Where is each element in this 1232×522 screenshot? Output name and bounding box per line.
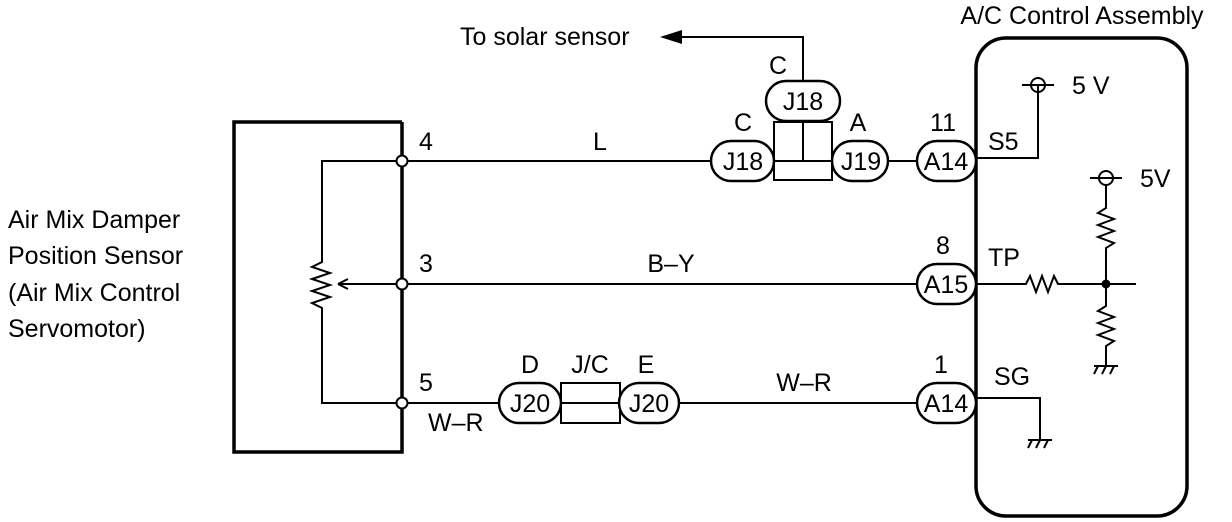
pulldown-resistor	[1095, 284, 1117, 366]
sensor-label-line-4: Servomotor)	[8, 315, 146, 343]
connector-j18-left	[709, 139, 776, 183]
connector-a14-top	[915, 139, 978, 183]
ecu-box	[974, 36, 1189, 518]
connector-a14-bot	[915, 381, 978, 425]
wire-bot-color-right: W–R	[776, 369, 832, 397]
ground-icon-tp	[1093, 365, 1118, 375]
sensor-label-line-2: Position Sensor	[8, 242, 183, 270]
sensor-pin-mid: 3	[419, 250, 433, 278]
connector-j19	[830, 139, 890, 183]
signal-s5: S5	[988, 128, 1019, 156]
solar-label: To solar sensor	[460, 23, 630, 51]
solar-sensor-wire	[676, 36, 804, 81]
sensor-label-line-1: Air Mix Damper	[8, 206, 180, 234]
sensor-terminal-3	[395, 277, 409, 291]
connector-a14-bot-label: A14	[924, 390, 969, 418]
sensor-pin-bot: 5	[419, 369, 433, 397]
connector-a15	[915, 262, 978, 306]
connector-j18-up-label: J18	[783, 88, 823, 116]
terminal-d-label: D	[521, 351, 539, 379]
tp-voltage: 5V	[1140, 165, 1171, 193]
potentiometer-resistor	[308, 258, 334, 318]
connector-j19-label: J19	[841, 148, 881, 176]
terminal-right-label: A	[850, 109, 867, 137]
signal-sg: SG	[994, 363, 1030, 391]
sensor-internal-top-wire	[321, 160, 396, 258]
terminal-up-label: C	[769, 52, 787, 80]
connector-j18-left-label: J18	[723, 148, 763, 176]
sensor-label: Air Mix Damper Position Sensor (Air Mix …	[8, 206, 183, 343]
wire-bot-color-left: W–R	[428, 409, 484, 437]
terminal-left-label: C	[734, 109, 752, 137]
s5-internal-wire	[976, 85, 1039, 159]
sensor-label-line-3: (Air Mix Control	[8, 279, 180, 307]
ecu-title: A/C Control Assembly	[960, 2, 1204, 30]
pin-11-label: 11	[930, 109, 956, 137]
wire-mid-color: B–Y	[647, 250, 695, 278]
pin-1-label: 1	[934, 351, 948, 379]
s5-voltage: 5 V	[1072, 72, 1110, 100]
sensor-terminal-5	[395, 396, 409, 410]
tp-series-resistor	[1022, 273, 1136, 295]
junction-bottom-label: J/C	[571, 351, 609, 379]
signal-tp: TP	[988, 244, 1020, 272]
wire-top-color: L	[593, 128, 607, 156]
sensor-terminal-4	[395, 154, 409, 168]
sensor-internal-bot-wire	[321, 318, 396, 404]
connector-j20-right-label: J20	[629, 390, 669, 418]
pin-8-label: 8	[936, 232, 950, 260]
connector-a14-top-label: A14	[924, 148, 969, 176]
sensor-box	[232, 120, 404, 454]
connector-a15-label: A15	[924, 271, 968, 299]
terminal-e-label: E	[638, 351, 655, 379]
connector-j18-up	[764, 79, 842, 123]
sensor-pin-top: 4	[419, 128, 433, 156]
connector-j20-left-label: J20	[510, 390, 550, 418]
connector-j20-left	[497, 381, 563, 425]
solar-arrow	[660, 30, 682, 44]
sg-internal-wire	[976, 397, 1041, 440]
ground-icon-sg	[1027, 439, 1052, 449]
pullup-resistor	[1095, 185, 1117, 284]
connector-j20-right	[617, 381, 681, 425]
